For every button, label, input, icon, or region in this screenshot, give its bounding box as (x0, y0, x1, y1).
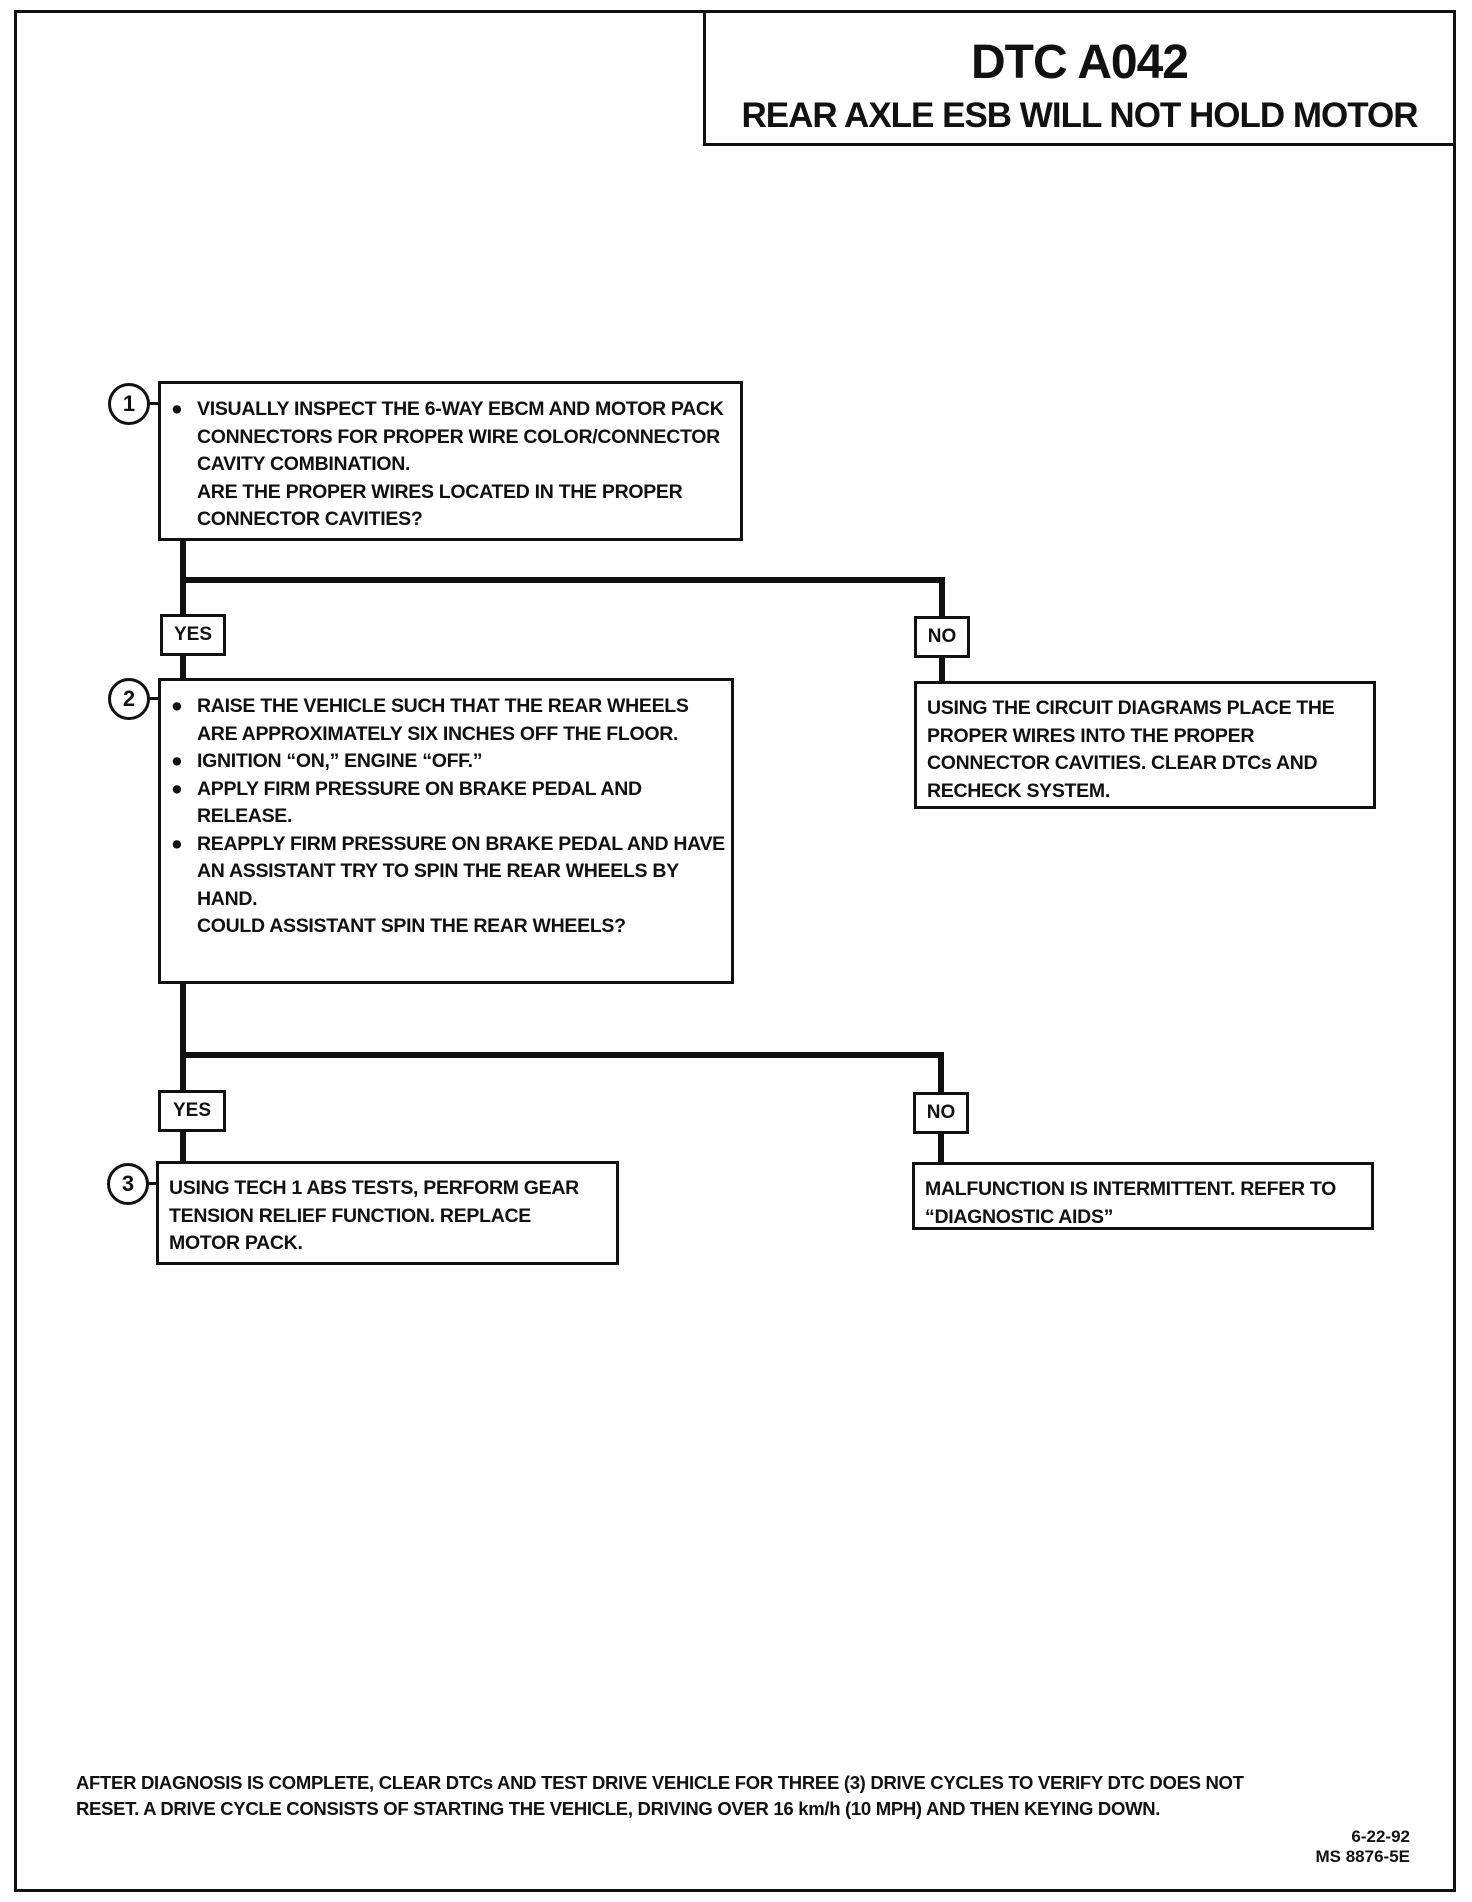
step-2-yes-label: YES (158, 1090, 226, 1132)
title-block: DTC A042 REAR AXLE ESB WILL NOT HOLD MOT… (703, 10, 1456, 146)
step-2-marker-connector (148, 697, 158, 700)
step-3-marker: 3 (107, 1163, 149, 1205)
step-2-item: ●RAISE THE VEHICLE SUCH THAT THE REAR WH… (171, 695, 689, 745)
step-1-marker: 1 (108, 383, 150, 425)
step-1-item: ●VISUALLY INSPECT THE 6-WAY EBCM AND MOT… (171, 398, 724, 475)
step-2-no-to-outcome-line (938, 1134, 944, 1162)
step-1-no-drop-line (939, 577, 945, 619)
step-1-box: ●VISUALLY INSPECT THE 6-WAY EBCM AND MOT… (158, 381, 743, 541)
step-1-yes-label: YES (160, 614, 226, 656)
step-1-branch-line (180, 577, 945, 583)
dtc-code: DTC A042 (971, 36, 1189, 89)
document-date: 6-22-92 (1351, 1827, 1410, 1846)
step-1-no-to-outcome-line (939, 658, 945, 681)
step-1-yes-drop-line (180, 656, 186, 678)
step-2-trunk-line (180, 984, 186, 1094)
step-2-item: ●IGNITION “ON,” ENGINE “OFF.” (171, 750, 483, 772)
step-2-item: ●APPLY FIRM PRESSURE ON BRAKE PEDAL AND … (171, 777, 642, 828)
step-2-box: ●RAISE THE VEHICLE SUCH THAT THE REAR WH… (158, 678, 734, 984)
step-3-box: USING TECH 1 ABS TESTS, PERFORM GEAR TEN… (156, 1161, 619, 1265)
step-2-no-label: NO (913, 1092, 969, 1134)
step-1-no-outcome-box: USING THE CIRCUIT DIAGRAMS PLACE THE PRO… (914, 681, 1376, 809)
document-reference: 6-22-92 MS 8876-5E (1316, 1827, 1411, 1867)
step-2-no-outcome-box: MALFUNCTION IS INTERMITTENT. REFER TO “D… (912, 1162, 1374, 1230)
step-1-question: ARE THE PROPER WIRES LOCATED IN THE PROP… (197, 480, 683, 531)
step-1-marker-connector (148, 402, 158, 405)
dtc-description: REAR AXLE ESB WILL NOT HOLD MOTOR (741, 96, 1418, 135)
document-code: MS 8876-5E (1315, 1847, 1411, 1866)
step-2-item: ●REAPPLY FIRM PRESSURE ON BRAKE PEDAL AN… (171, 832, 725, 910)
footer-note: AFTER DIAGNOSIS IS COMPLETE, CLEAR DTCs … (76, 1772, 1244, 1819)
step-2-yes-drop-line (180, 1132, 186, 1162)
step-3-marker-connector (147, 1182, 157, 1185)
step-2-branch-line (180, 1052, 944, 1058)
step-2-marker: 2 (108, 678, 150, 720)
step-2-question: COULD ASSISTANT SPIN THE REAR WHEELS? (197, 915, 626, 937)
step-1-no-label: NO (914, 616, 970, 658)
step-2-no-drop-line (938, 1052, 944, 1096)
